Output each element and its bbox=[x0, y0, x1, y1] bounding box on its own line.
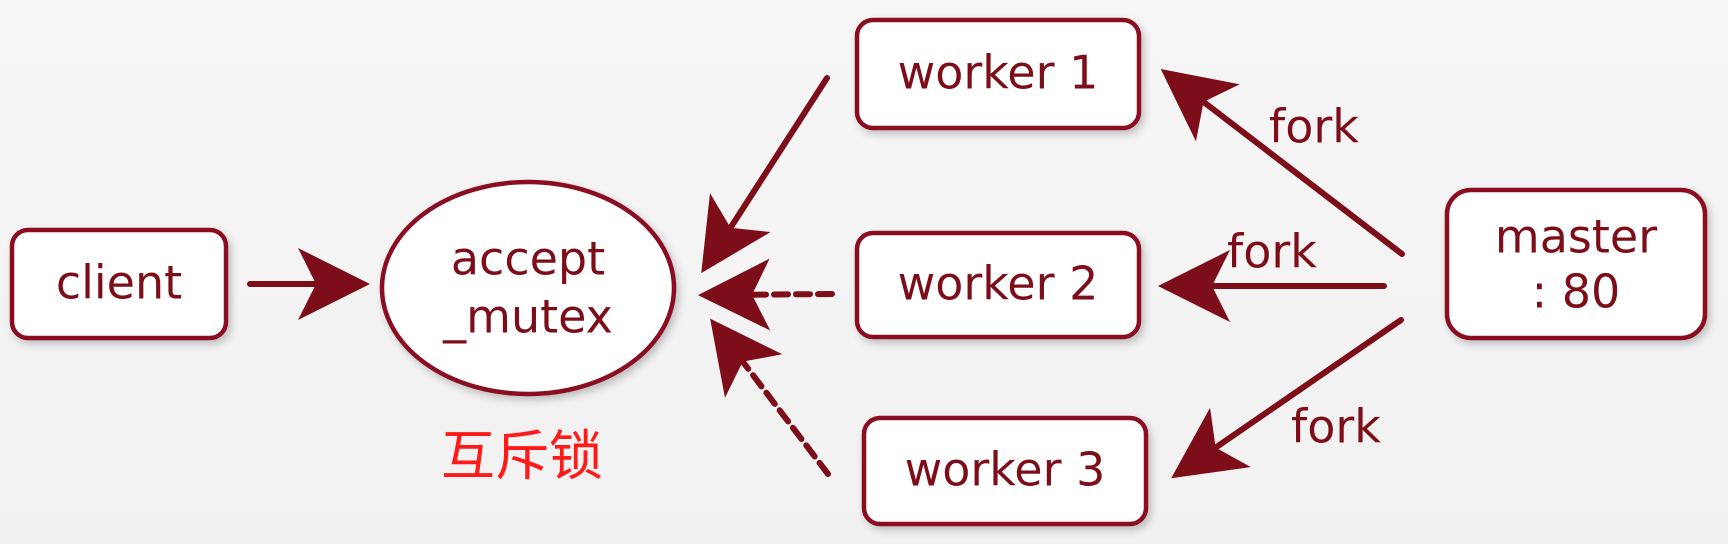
master-node: master : 80 bbox=[1444, 187, 1708, 341]
fork-label-bottom: fork bbox=[1291, 400, 1381, 454]
worker2-to-accept-arrow bbox=[698, 258, 835, 331]
master-to-worker3-arrow bbox=[1171, 317, 1404, 479]
worker-1-label: worker 1 bbox=[898, 46, 1099, 100]
worker-3-node: worker 3 bbox=[861, 415, 1149, 527]
worker-1-node: worker 1 bbox=[854, 17, 1142, 131]
worker-2-node: worker 2 bbox=[854, 230, 1142, 340]
accept-mutex-label-line1: accept bbox=[451, 232, 605, 286]
worker3-to-accept-arrow bbox=[710, 318, 831, 477]
accept-mutex-label-line2: _mutex bbox=[442, 290, 613, 344]
worker-3-label: worker 3 bbox=[905, 443, 1106, 497]
worker-2-label: worker 2 bbox=[898, 257, 1099, 311]
fork-label-middle: fork bbox=[1227, 225, 1317, 279]
master-to-worker1-arrow bbox=[1160, 69, 1405, 257]
worker1-to-accept-arrow bbox=[701, 75, 830, 274]
client-node: client bbox=[9, 227, 229, 341]
fork-label-top: fork bbox=[1269, 100, 1359, 154]
client-label: client bbox=[56, 256, 182, 310]
master-label-line2: : 80 bbox=[1532, 265, 1621, 319]
master-label-line1: master bbox=[1495, 210, 1657, 264]
mutex-chinese-label: 互斥锁 bbox=[441, 425, 603, 488]
accept-mutex-node: accept _mutex bbox=[379, 179, 677, 397]
